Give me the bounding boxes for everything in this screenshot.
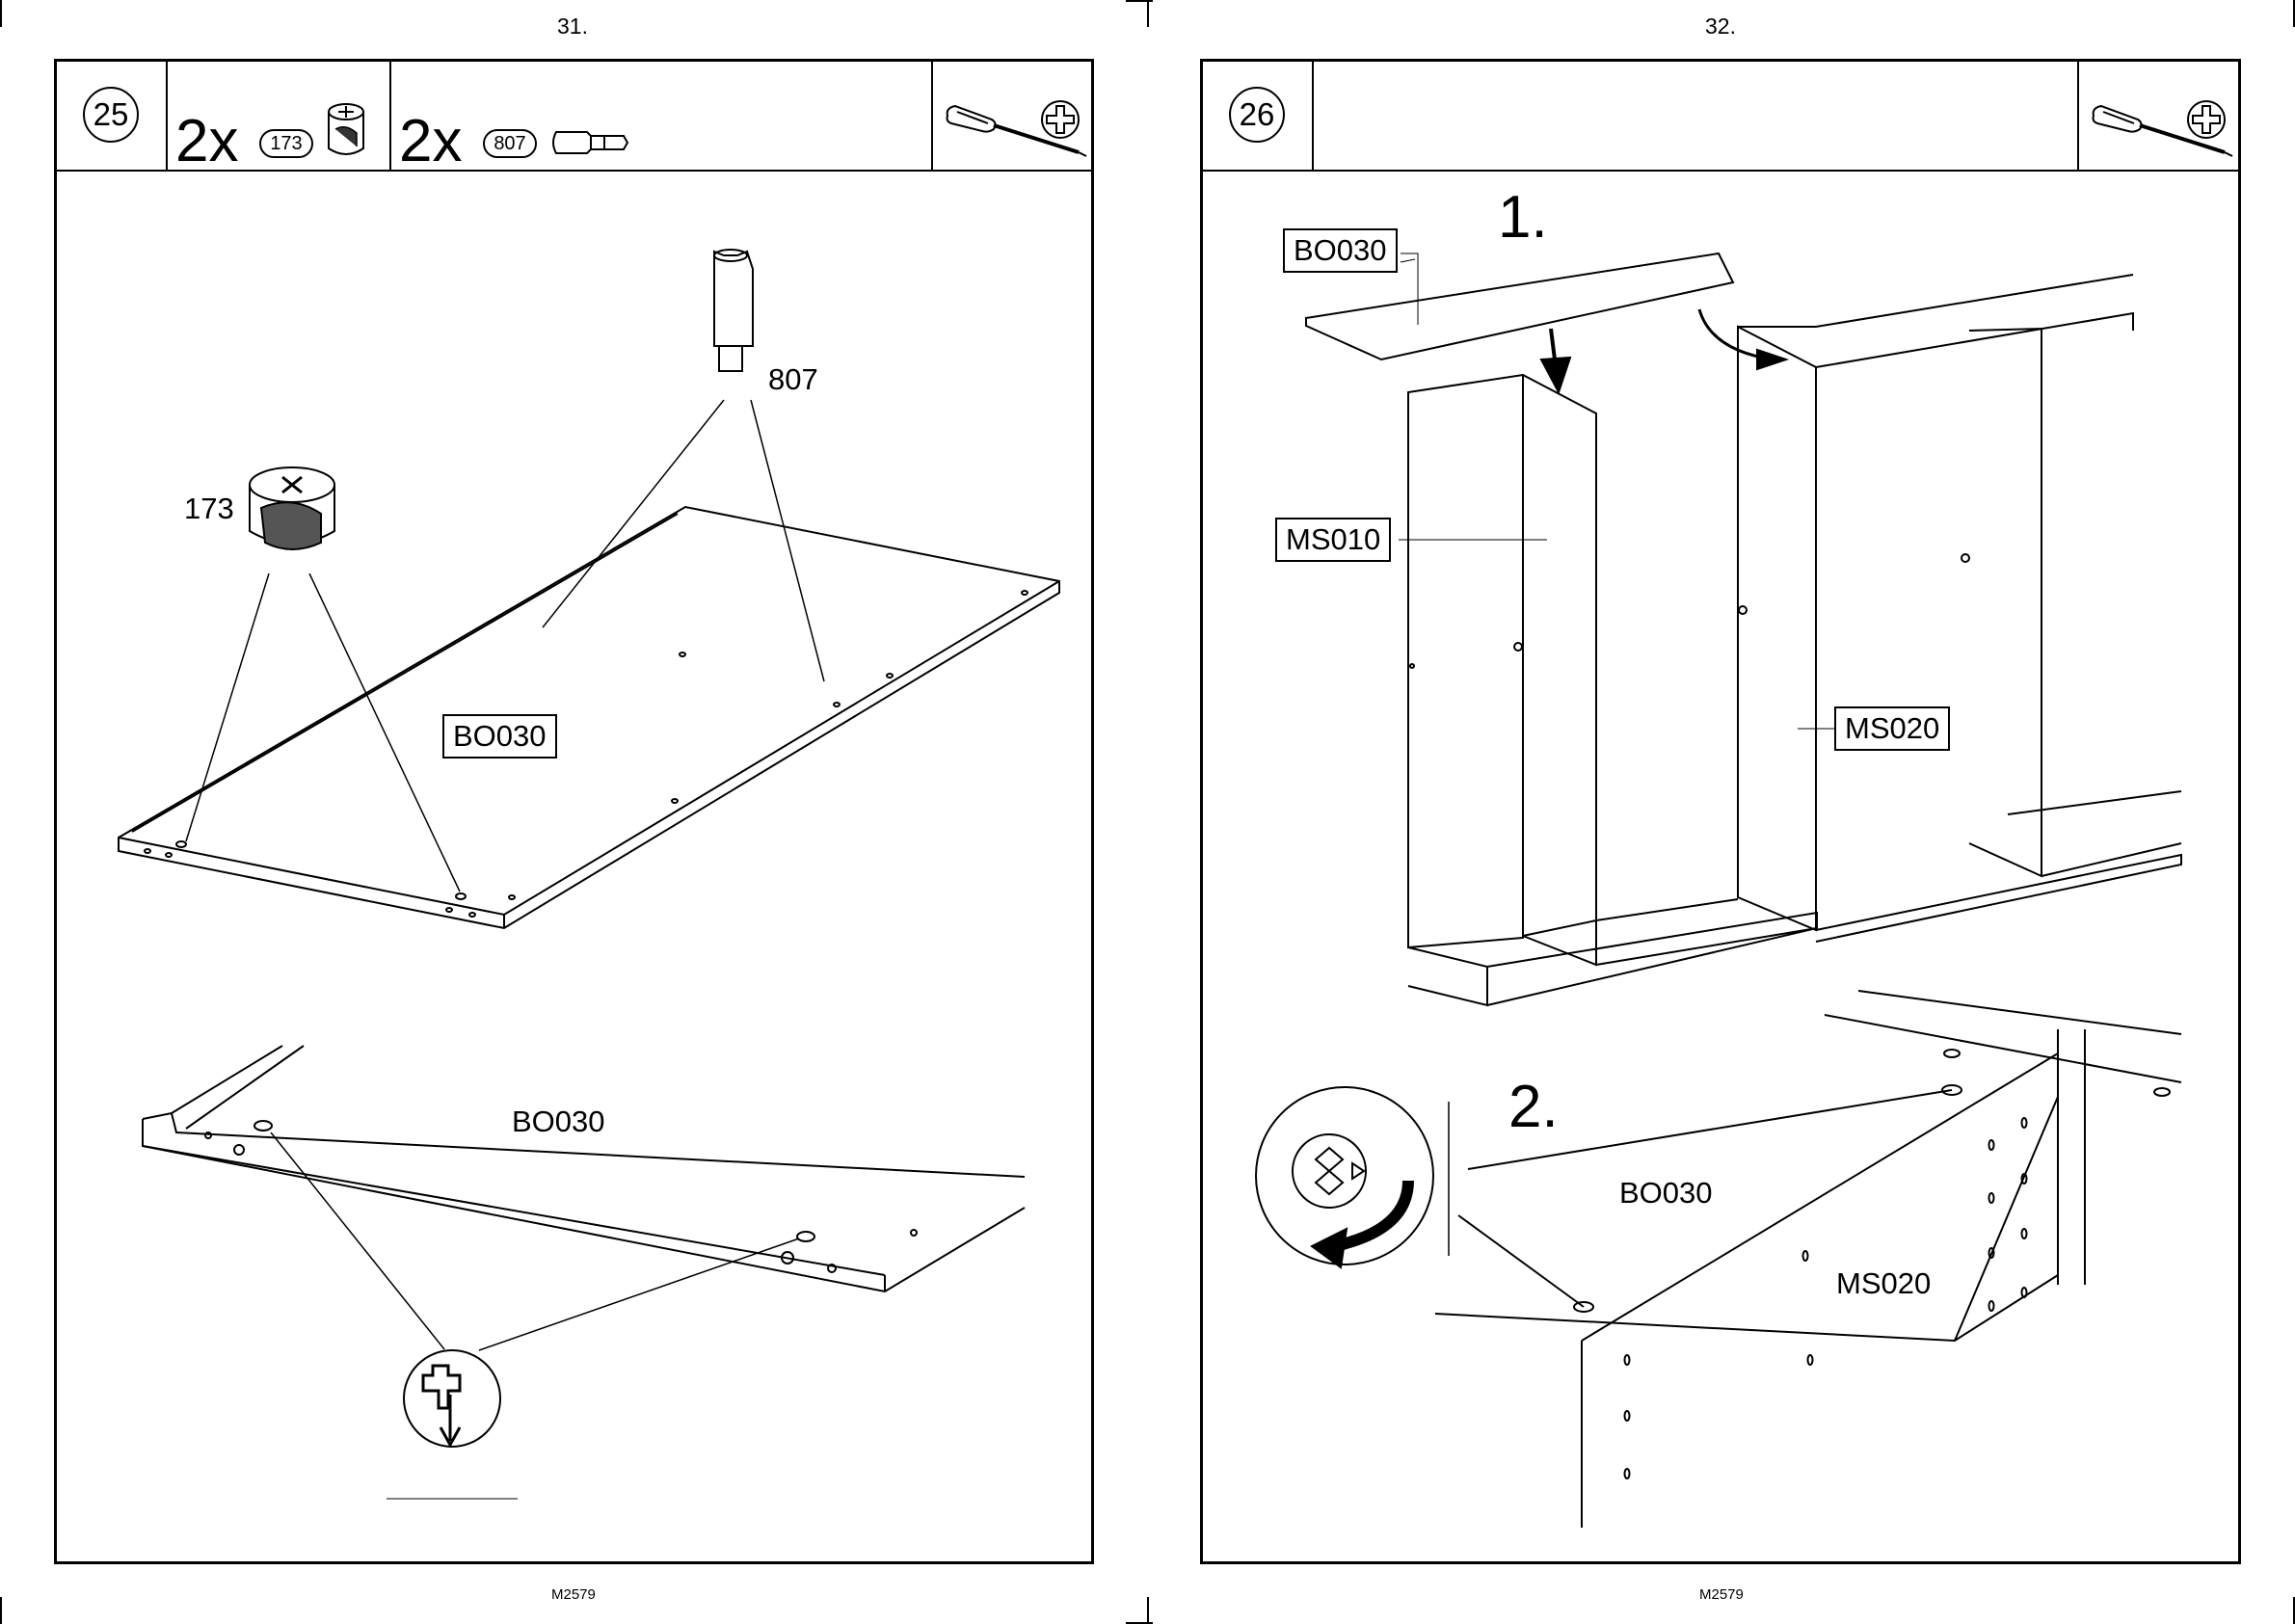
crop-mark bbox=[0, 1597, 2, 1624]
detail-board-label: BO030 bbox=[1619, 1176, 1713, 1211]
phillips-head-icon bbox=[1039, 98, 1081, 141]
page-number: 32. bbox=[1705, 13, 1736, 40]
substep-1-label: 1. bbox=[1498, 183, 1548, 252]
divider-panel-code-label: MS020 bbox=[1834, 706, 1950, 751]
step-number-cell: 26 bbox=[1203, 62, 1314, 170]
wardrobe-assembly-illustration bbox=[3, 3, 1044, 1400]
crop-mark bbox=[1147, 1597, 1149, 1624]
substep-2-label: 2. bbox=[1508, 1073, 1559, 1141]
detail-panel-label: MS020 bbox=[1836, 1266, 1931, 1301]
document-code: M2579 bbox=[551, 1586, 596, 1603]
crop-mark bbox=[0, 0, 2, 27]
top-board-code-label: BO030 bbox=[1283, 228, 1398, 273]
side-panel-code-label: MS010 bbox=[1275, 518, 1391, 562]
document-code: M2579 bbox=[1699, 1586, 1744, 1603]
tool-cell bbox=[2077, 62, 2241, 170]
step-header: 26 bbox=[1203, 62, 2238, 172]
step-number: 26 bbox=[1229, 87, 1285, 143]
phillips-head-icon bbox=[2185, 98, 2228, 141]
crop-mark bbox=[1147, 0, 1149, 27]
step-26-panel: 26 bbox=[1200, 59, 2241, 1564]
